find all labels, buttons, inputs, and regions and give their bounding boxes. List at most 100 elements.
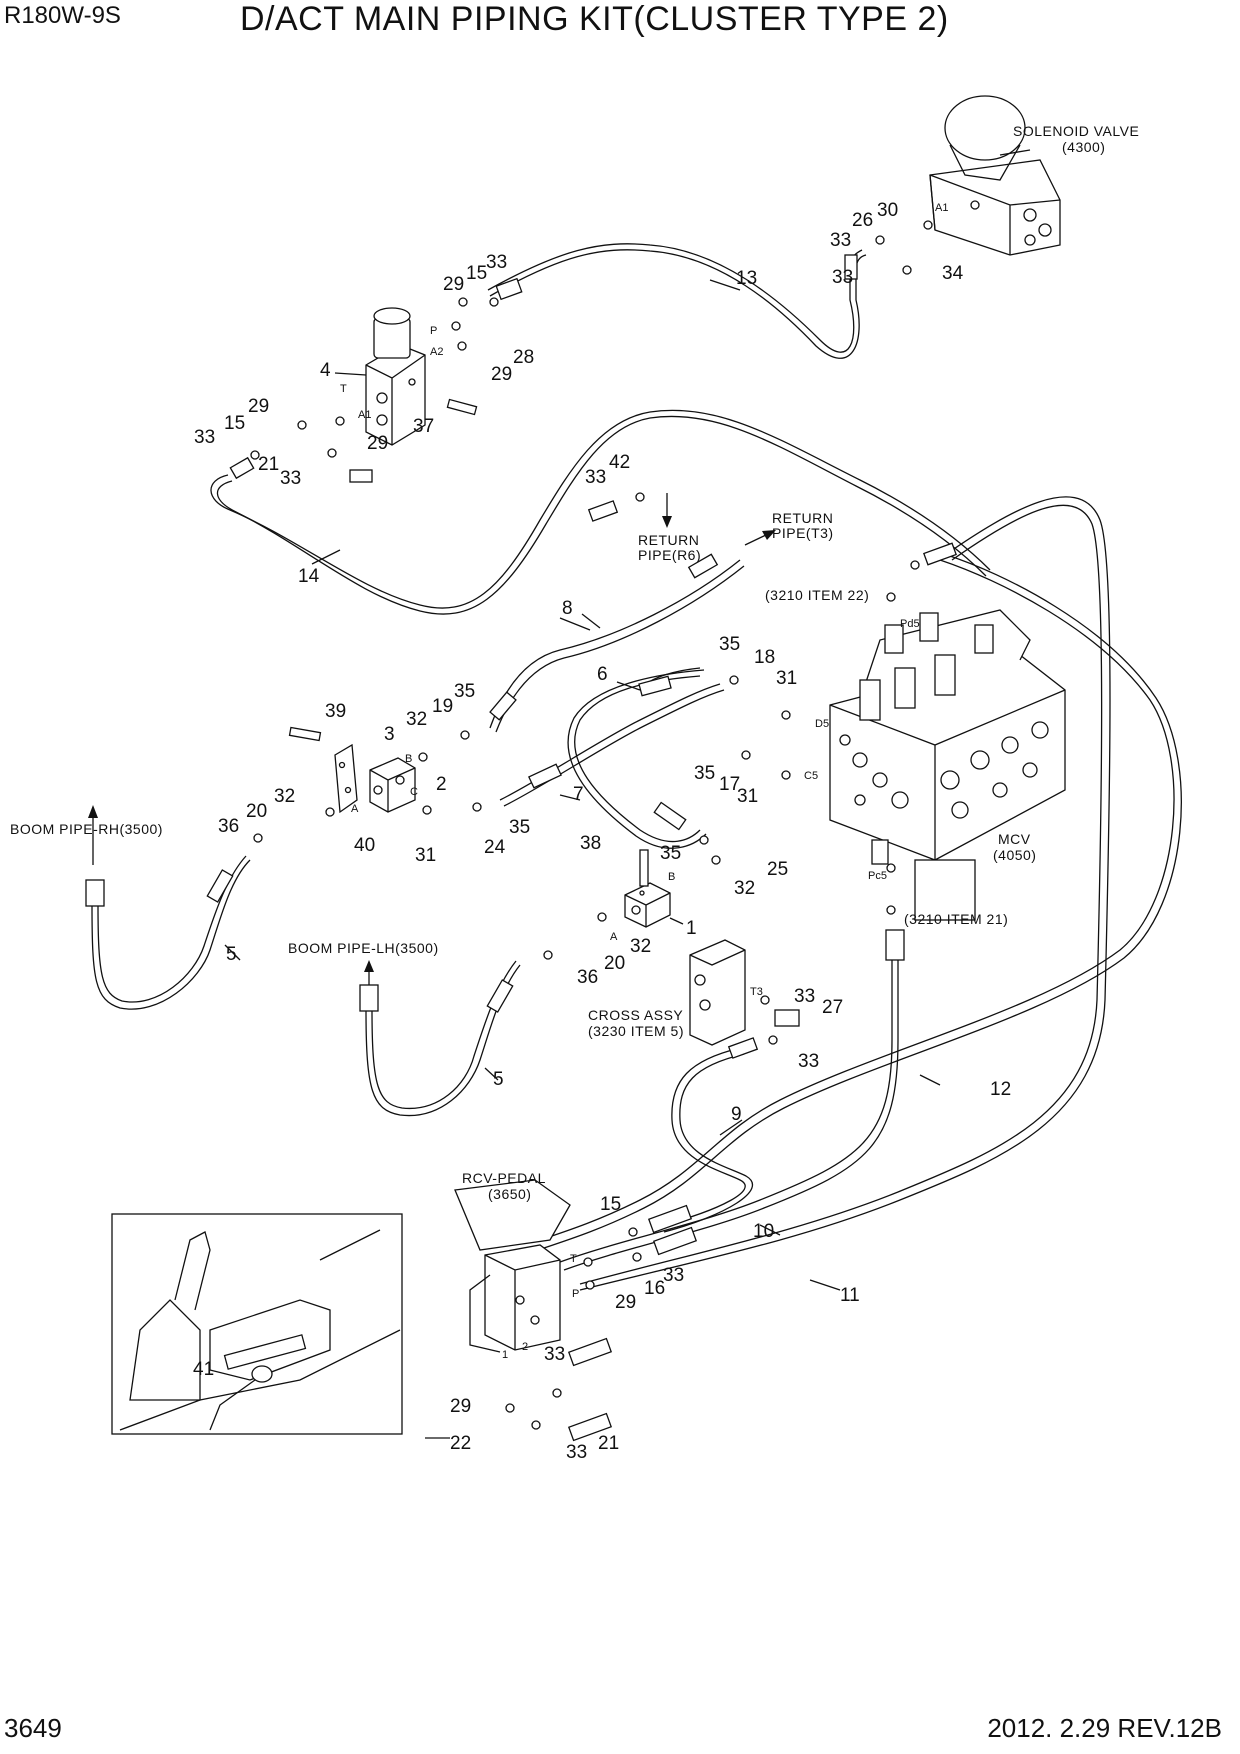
hose-12 — [539, 553, 1182, 1249]
label-rcv-pedal-ref: (3650) — [488, 1186, 531, 1202]
port-pc5: Pc5 — [868, 870, 887, 882]
hose-8 — [489, 559, 745, 733]
callout-1: 1 — [686, 918, 697, 939]
hose-13 — [487, 243, 867, 359]
rcv-pedal-3650 — [454, 1179, 571, 1353]
label-return-pipe-t3: RETURN — [772, 510, 833, 526]
callout-32-b: 32 — [406, 709, 427, 730]
hose-5-rh — [91, 855, 251, 1010]
port-t-valve: T — [340, 383, 347, 395]
callout-17: 17 — [719, 774, 740, 795]
part-callouts: 1 2 3 4 5 5 6 7 8 9 10 11 12 13 14 15 15… — [193, 200, 1011, 1463]
port-1-pedal: 1 — [502, 1349, 508, 1361]
callout-32-a: 32 — [274, 786, 295, 807]
block-item-1 — [624, 849, 671, 928]
callout-16: 16 — [644, 1278, 665, 1299]
callout-36-lh: 36 — [577, 967, 598, 988]
port-a-block1: A — [610, 931, 618, 943]
callout-37: 37 — [413, 416, 434, 437]
callout-33-cross: 33 — [798, 1051, 819, 1072]
label-mcv-ref: (4050) — [993, 847, 1036, 863]
callout-31-c5: 31 — [737, 786, 758, 807]
callout-29-bottom: 29 — [450, 1396, 471, 1417]
port-t-pedal: T — [570, 1253, 577, 1265]
callout-33-hose14: 33 — [280, 468, 301, 489]
label-return-pipe-r6-b: PIPE(R6) — [638, 547, 701, 563]
port-p-pedal: P — [572, 1288, 579, 1300]
label-rcv-pedal: RCV-PEDAL — [462, 1170, 546, 1186]
callout-29-a1: 29 — [367, 433, 388, 454]
leader-lines — [224, 149, 1031, 1439]
revision-date: 2012. 2.29 REV.12B — [987, 1713, 1222, 1743]
callout-41: 41 — [193, 1359, 214, 1380]
port-c5: C5 — [804, 770, 818, 782]
port-t3: T3 — [750, 986, 763, 998]
callout-7: 7 — [573, 784, 584, 805]
port-labels: A1 P A2 T A1 Pd5 D5 C5 Pc5 B A C B A T3 … — [340, 202, 948, 1361]
callout-28: 28 — [513, 347, 534, 368]
flow-arrows — [88, 493, 776, 985]
callout-42: 42 — [609, 452, 630, 473]
callout-15-top: 15 — [466, 263, 487, 284]
label-boom-pipe-lh: BOOM PIPE-LH(3500) — [288, 940, 439, 956]
callout-38: 38 — [580, 833, 601, 854]
mcv-4050 — [829, 609, 1066, 921]
callout-2: 2 — [436, 774, 447, 795]
callout-25: 25 — [767, 859, 788, 880]
callout-35-top: 35 — [454, 681, 475, 702]
callout-33-pedal: 33 — [663, 1265, 684, 1286]
hose-10 — [559, 960, 899, 1271]
port-p-valve: P — [430, 325, 437, 337]
callout-33-port2: 33 — [544, 1344, 565, 1365]
callout-21-bottom: 21 — [598, 1433, 619, 1454]
port-c-block2: C — [410, 786, 418, 798]
port-b-block2: B — [405, 753, 412, 765]
callout-15-pedal: 15 — [600, 1194, 621, 1215]
port-2-pedal: 2 — [522, 1341, 528, 1353]
label-solenoid-valve-ref: (4300) — [1062, 139, 1105, 155]
port-a-block2: A — [351, 803, 359, 815]
callout-15-left: 15 — [224, 413, 245, 434]
port-pd5: Pd5 — [900, 618, 920, 630]
callout-5-rh: 5 — [226, 944, 237, 965]
label-return-pipe-t3-b: PIPE(T3) — [772, 525, 834, 541]
callout-24: 24 — [484, 837, 506, 858]
callout-35-c5: 35 — [694, 763, 715, 784]
callout-29-a2: 29 — [491, 364, 512, 385]
port-b-block1: B — [668, 871, 675, 883]
hose-end-fittings — [85, 254, 957, 1442]
hose-11 — [579, 496, 1111, 1291]
bracket-item-3 — [288, 726, 358, 814]
callout-6: 6 — [597, 664, 608, 685]
diagram-title: D/ACT MAIN PIPING KIT(CLUSTER TYPE 2) — [240, 0, 949, 38]
callout-39: 39 — [325, 701, 346, 722]
label-cross-assy-ref: (3230 ITEM 5) — [588, 1023, 684, 1039]
callout-12: 12 — [990, 1079, 1011, 1100]
callout-33-t3: 33 — [794, 986, 815, 1007]
label-item21-ref: (3210 ITEM 21) — [904, 911, 1008, 927]
callout-35-hose6: 35 — [660, 843, 681, 864]
callout-14: 14 — [298, 566, 320, 587]
callout-31-block2: 31 — [415, 845, 436, 866]
callout-9: 9 — [731, 1104, 742, 1125]
hose-14 — [210, 409, 991, 615]
callout-10: 10 — [753, 1221, 774, 1242]
callout-31-d5: 31 — [776, 668, 797, 689]
label-solenoid-valve: SOLENOID VALVE — [1013, 123, 1139, 139]
port-a1-valve: A1 — [358, 409, 371, 421]
callout-5-lh: 5 — [493, 1069, 504, 1090]
valve-item-4 — [365, 307, 478, 446]
callout-33-bottom: 33 — [566, 1442, 587, 1463]
callout-27: 27 — [822, 997, 843, 1018]
callout-21-top: 21 — [258, 454, 279, 475]
label-item22-ref: (3210 ITEM 22) — [765, 587, 869, 603]
callout-35-mcv: 35 — [719, 634, 740, 655]
cab-inset-view — [111, 1213, 403, 1435]
callout-11: 11 — [840, 1285, 860, 1306]
callout-33-hose13: 33 — [832, 267, 853, 288]
callout-33-return: 33 — [585, 467, 606, 488]
callout-20-rh: 20 — [246, 801, 267, 822]
callout-26: 26 — [852, 210, 873, 231]
callout-33-top: 33 — [486, 252, 507, 273]
callout-30: 30 — [877, 200, 898, 221]
